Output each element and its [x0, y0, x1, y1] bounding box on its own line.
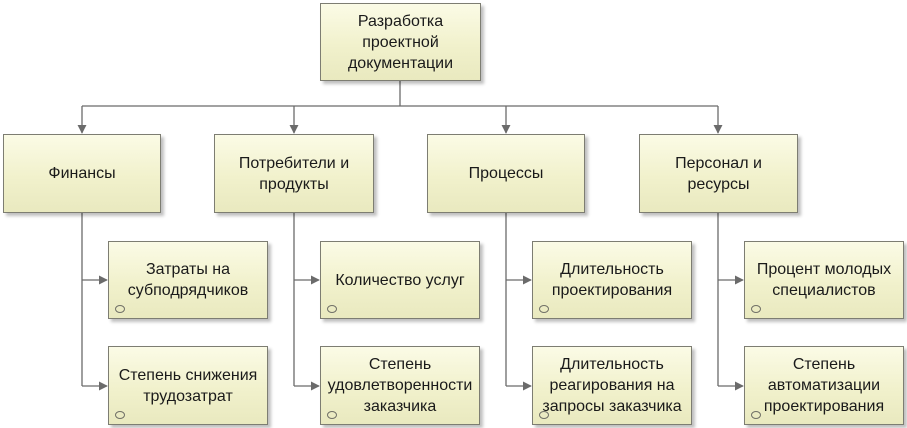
- metric-node-2-1: Количество услуг: [320, 241, 480, 319]
- category-node-2: Потребители и продукты: [214, 134, 374, 213]
- category-node-1: Финансы: [3, 134, 161, 213]
- metric-node-label: Длительность реагирования на запросы зак…: [542, 356, 682, 415]
- metric-node-4-1: Процент молодых специалистов: [744, 241, 904, 319]
- root-node: Разработка проектной документации: [320, 3, 481, 81]
- circle-icon: [115, 411, 125, 419]
- metric-node-label: Затраты на субподрядчиков: [127, 261, 249, 299]
- metric-node-label: Длительность проектирования: [551, 261, 673, 299]
- category-node-3: Процессы: [427, 134, 585, 213]
- metric-node-1-1: Затраты на субподрядчиков: [108, 241, 268, 319]
- metric-node-3-2: Длительность реагирования на запросы зак…: [532, 346, 692, 425]
- metric-node-3-1: Длительность проектирования: [532, 241, 692, 319]
- circle-icon: [539, 305, 549, 313]
- metric-node-label: Степень снижения трудозатрат: [118, 366, 258, 405]
- circle-icon: [327, 305, 337, 313]
- metric-node-2-2: Степень удовлетворенности заказчика: [320, 346, 480, 425]
- circle-icon: [751, 305, 761, 313]
- metric-node-1-2: Степень снижения трудозатрат: [108, 346, 268, 425]
- circle-icon: [751, 411, 761, 419]
- metric-node-label: Количество услуг: [335, 271, 465, 289]
- metric-node-label: Процент молодых специалистов: [756, 261, 892, 299]
- circle-icon: [115, 305, 125, 313]
- metric-node-4-2: Степень автоматизации проектирования: [744, 346, 904, 425]
- circle-icon: [539, 411, 549, 419]
- metric-node-label: Степень удовлетворенности заказчика: [327, 356, 473, 415]
- category-node-4: Персонал и ресурсы: [639, 134, 798, 213]
- circle-icon: [327, 411, 337, 419]
- metric-node-label: Степень автоматизации проектирования: [763, 356, 885, 415]
